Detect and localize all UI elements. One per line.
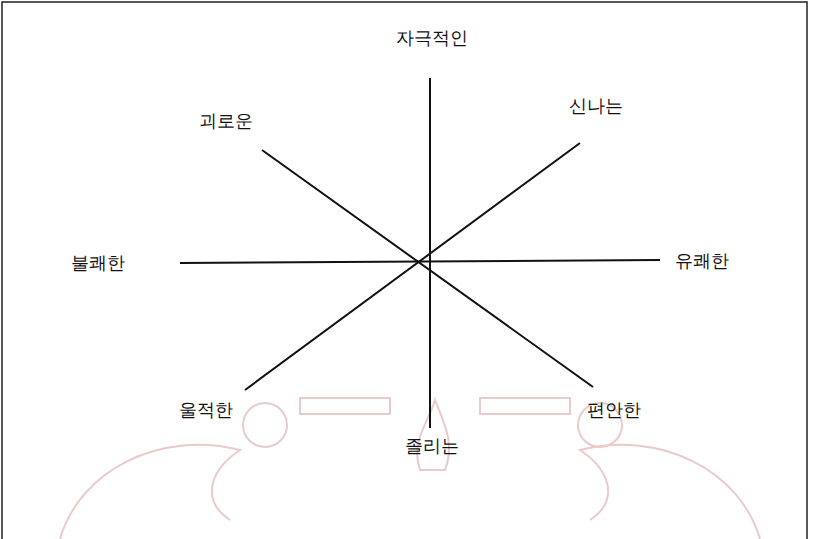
emotion-label: 유쾌한 [673,250,731,272]
watermark-scroll [60,445,240,539]
spoke [262,150,593,387]
watermark-ring [243,403,287,447]
emotion-label: 괴로운 [197,110,255,132]
emotion-label: 신나는 [567,95,625,117]
emotion-label: 편안한 [585,399,643,421]
watermark-bar [300,398,390,414]
watermark [60,398,760,539]
emotion-label: 불쾌한 [69,252,127,274]
spoke [245,143,580,390]
watermark-flame [417,400,449,470]
emotion-label: 졸리는 [403,435,461,457]
watermark-bar [480,398,570,414]
watermark-scroll [580,445,760,539]
emotion-label: 자극적인 [394,27,470,49]
spokes [180,78,660,428]
emotion-label: 울적한 [177,399,235,421]
